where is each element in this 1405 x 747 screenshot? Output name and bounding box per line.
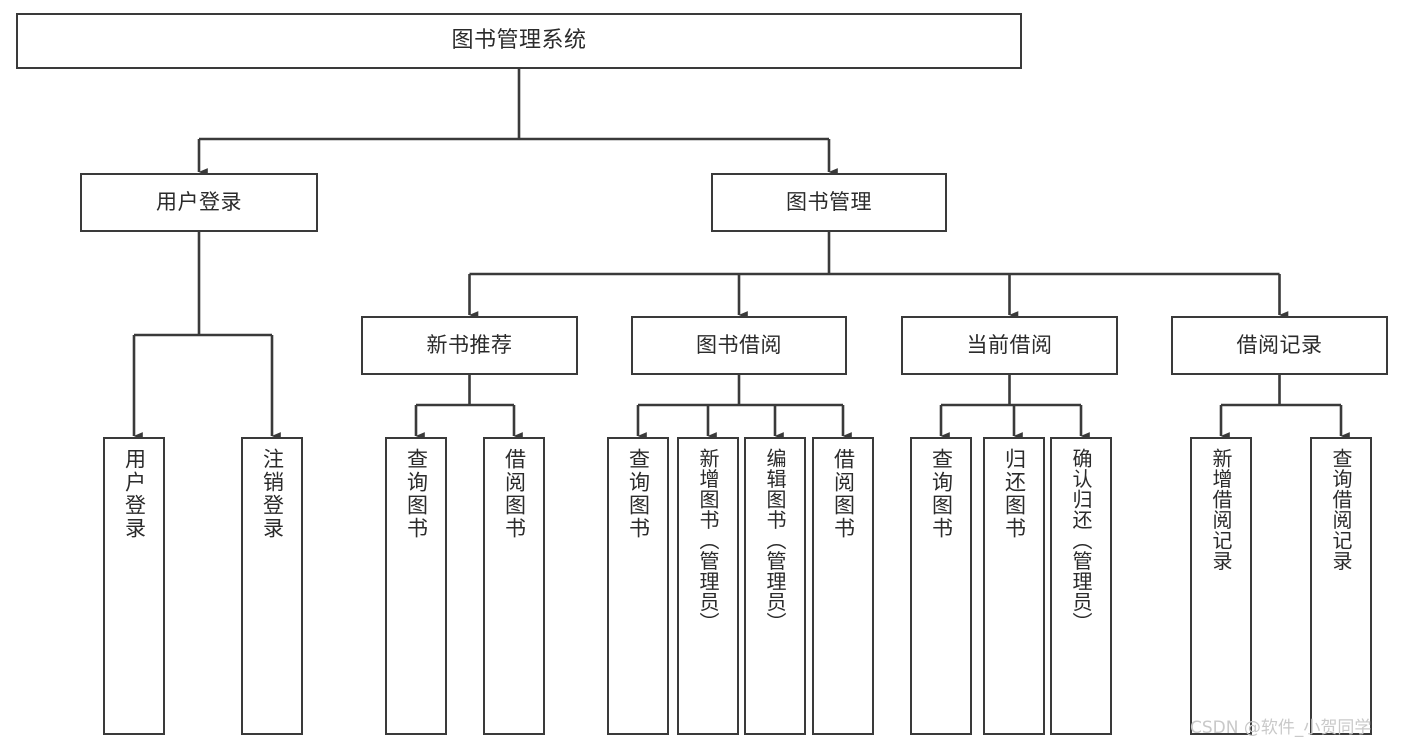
node-label: 图书管理系统: [451, 27, 587, 53]
leaf-node-12[interactable]: 查询借阅记录: [1310, 437, 1372, 735]
node-label: 新增图书（管理员）: [696, 448, 720, 633]
leaf-node-1[interactable]: 注销登录: [241, 437, 303, 735]
leaf-node-4[interactable]: 查询图书: [607, 437, 669, 735]
node-label: 查询图书: [929, 448, 954, 540]
node-label: 当前借阅: [966, 332, 1053, 357]
level2-node-1[interactable]: 图书管理: [711, 173, 947, 232]
level2-node-0[interactable]: 用户登录: [80, 173, 318, 232]
node-label: 查询图书: [404, 448, 429, 540]
leaf-node-0[interactable]: 用户登录: [103, 437, 165, 735]
node-label: 查询图书: [626, 448, 651, 540]
level3-node-1[interactable]: 图书借阅: [631, 316, 847, 375]
leaf-node-8[interactable]: 查询图书: [910, 437, 972, 735]
level3-node-3[interactable]: 借阅记录: [1171, 316, 1388, 375]
leaf-node-2[interactable]: 查询图书: [385, 437, 447, 735]
level3-node-0[interactable]: 新书推荐: [361, 316, 578, 375]
level3-node-2[interactable]: 当前借阅: [901, 316, 1118, 375]
leaf-node-6[interactable]: 编辑图书（管理员）: [744, 437, 806, 735]
leaf-node-5[interactable]: 新增图书（管理员）: [677, 437, 739, 735]
node-label: 查询借阅记录: [1329, 448, 1353, 571]
leaf-node-10[interactable]: 确认归还（管理员）: [1050, 437, 1112, 735]
node-label: 新书推荐: [426, 332, 513, 357]
node-label: 归还图书: [1002, 448, 1027, 540]
node-label: 借阅记录: [1236, 332, 1323, 357]
leaf-node-11[interactable]: 新增借阅记录: [1190, 437, 1252, 735]
leaf-node-3[interactable]: 借阅图书: [483, 437, 545, 735]
node-label: 用户登录: [122, 448, 147, 540]
node-label: 用户登录: [156, 189, 242, 214]
leaf-node-7[interactable]: 借阅图书: [812, 437, 874, 735]
node-label: 图书管理: [786, 189, 872, 214]
csdn-watermark: CSDN @软件_小贺同学: [1190, 718, 1372, 738]
node-label: 确认归还（管理员）: [1069, 448, 1093, 633]
root-node-book-management-system[interactable]: 图书管理系统: [16, 13, 1022, 69]
node-label: 借阅图书: [831, 448, 856, 540]
node-label: 新增借阅记录: [1209, 448, 1233, 571]
node-label: 编辑图书（管理员）: [763, 448, 787, 633]
node-label: 图书借阅: [696, 332, 782, 357]
node-label: 借阅图书: [502, 448, 527, 540]
node-label: 注销登录: [260, 448, 285, 540]
leaf-node-9[interactable]: 归还图书: [983, 437, 1045, 735]
